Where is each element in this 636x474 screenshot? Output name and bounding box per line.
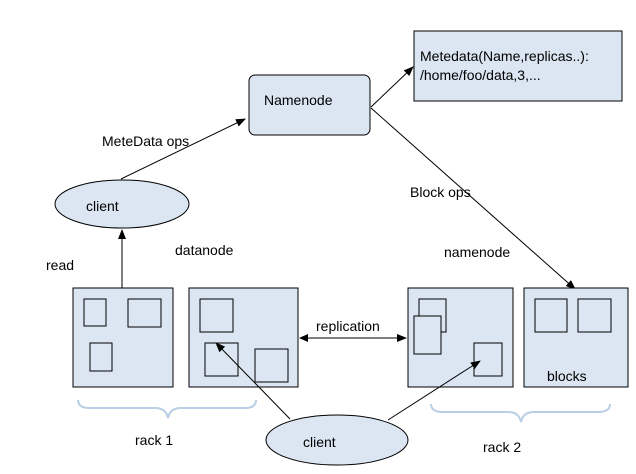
rack-1-brace bbox=[77, 399, 257, 419]
datanode-2-block-c bbox=[254, 348, 289, 383]
metadata-line-1: Metedata(Name,replicas..): bbox=[420, 48, 589, 64]
datanode-4-block-b bbox=[577, 298, 612, 333]
metadata-ops-label: MeteData ops bbox=[102, 133, 189, 149]
datanode-3-block-c bbox=[473, 342, 503, 377]
client-write-left-arrow bbox=[215, 342, 291, 420]
read-label: read bbox=[46, 257, 74, 273]
rack-1-label: rack 1 bbox=[135, 432, 173, 448]
metadata-box bbox=[413, 30, 623, 102]
blocks-label: blocks bbox=[547, 368, 587, 384]
namenode-to-metadata-arrow bbox=[370, 66, 414, 108]
datanode-1-block-a bbox=[83, 298, 107, 327]
metadata-line-2: /home/foo/data,3,... bbox=[420, 67, 541, 83]
replication-label: replication bbox=[316, 318, 380, 334]
client-write-right-arrow bbox=[387, 360, 481, 421]
namenode-to-datanode-arrow bbox=[370, 107, 576, 290]
datanode-1-block-b bbox=[127, 298, 162, 328]
namenode-small-label: namenode bbox=[444, 244, 510, 260]
namenode-label: Namenode bbox=[264, 92, 333, 108]
datanode-label: datanode bbox=[175, 242, 234, 258]
client-to-namenode-arrow bbox=[120, 118, 246, 180]
rack-2-brace bbox=[430, 403, 611, 423]
replication-arrow-left-head bbox=[299, 334, 308, 342]
datanode-4-block-a bbox=[534, 298, 568, 333]
client-top-ellipse bbox=[54, 179, 190, 229]
namenode-box bbox=[248, 74, 371, 136]
datanode-3-block-b bbox=[413, 315, 442, 355]
block-ops-label: Block ops bbox=[410, 184, 471, 200]
client-bottom-label: client bbox=[303, 434, 336, 450]
rack-2-label: rack 2 bbox=[483, 439, 521, 455]
client-top-label: client bbox=[86, 198, 119, 214]
datanode-2-block-a bbox=[199, 298, 234, 333]
datanode-1-block-c bbox=[89, 342, 113, 372]
client-bottom-ellipse bbox=[265, 414, 409, 466]
